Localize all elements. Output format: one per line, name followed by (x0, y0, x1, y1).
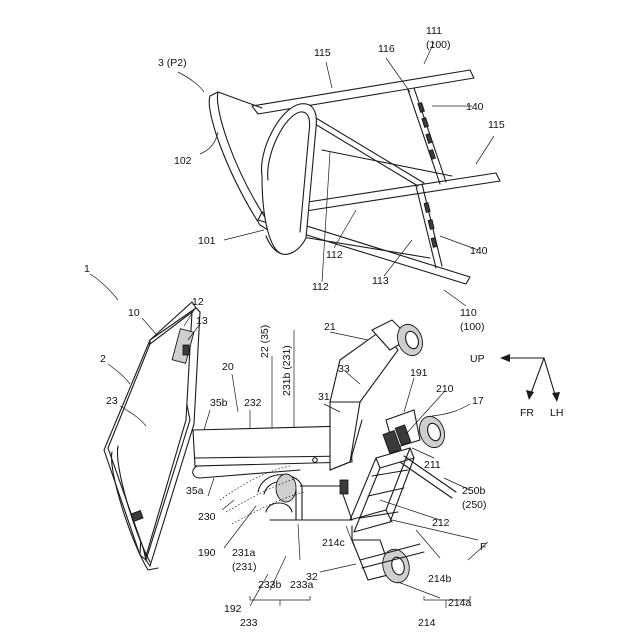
label-212: 212 (432, 517, 450, 529)
label-250b-paren: (250) (462, 499, 487, 511)
label-23: 23 (106, 395, 118, 407)
label-230: 230 (198, 511, 216, 523)
label-210: 210 (436, 383, 454, 395)
label-211: 211 (424, 459, 441, 471)
group-brackets (250, 596, 470, 608)
direction-axes (500, 354, 560, 402)
label-102: 102 (174, 155, 192, 167)
label-214b: 214b (428, 573, 452, 585)
label-192: 192 (224, 603, 242, 615)
label-33: 33 (338, 363, 350, 375)
label-231a-paren: (231) (232, 561, 257, 573)
label-22: 22 (35) (259, 325, 271, 358)
label-113: 113 (372, 275, 389, 287)
label-214: 214 (418, 617, 436, 629)
label-214c: 214c (322, 537, 345, 549)
label-112b: 112 (326, 249, 343, 261)
label-3: 3 (P2) (158, 57, 187, 69)
label-101: 101 (198, 235, 216, 247)
label-232: 232 (244, 397, 262, 409)
label-233: 233 (240, 617, 258, 629)
label-21: 21 (324, 321, 336, 333)
label-116: 116 (378, 43, 395, 55)
label-140a: 140 (466, 101, 484, 113)
axis-fr: FR (520, 407, 534, 419)
label-140b: 140 (470, 245, 488, 257)
label-214a: 214a (448, 597, 472, 609)
cart-assembly (104, 302, 456, 586)
label-17: 17 (472, 395, 484, 407)
label-12: 12 (192, 296, 204, 308)
label-110-paren: (100) (460, 321, 485, 333)
axis-up: UP (470, 353, 485, 365)
label-115b: 115 (488, 119, 505, 131)
label-10: 10 (128, 307, 140, 319)
label-111: 111 (426, 25, 442, 37)
label-250b: 250b (462, 485, 486, 497)
label-191: 191 (410, 367, 428, 379)
label-13: 13 (196, 315, 208, 327)
label-190: 190 (198, 547, 216, 559)
label-233b: 233b (258, 579, 282, 591)
label-231b: 231b (231) (281, 345, 293, 396)
label-233a: 233a (290, 579, 314, 591)
label-31: 31 (318, 391, 330, 403)
label-112a: 112 (312, 281, 329, 293)
label-1: 1 (84, 263, 90, 275)
label-F: F (480, 541, 486, 553)
axis-lh: LH (550, 407, 563, 419)
label-35a: 35a (186, 485, 204, 497)
label-115a: 115 (314, 47, 331, 59)
label-110: 110 (460, 307, 477, 319)
chair-assembly (209, 70, 500, 284)
label-231a: 231a (232, 547, 256, 559)
label-111-paren: (100) (426, 39, 451, 51)
label-20: 20 (222, 361, 234, 373)
label-35b: 35b (210, 397, 228, 409)
label-2: 2 (100, 353, 106, 365)
